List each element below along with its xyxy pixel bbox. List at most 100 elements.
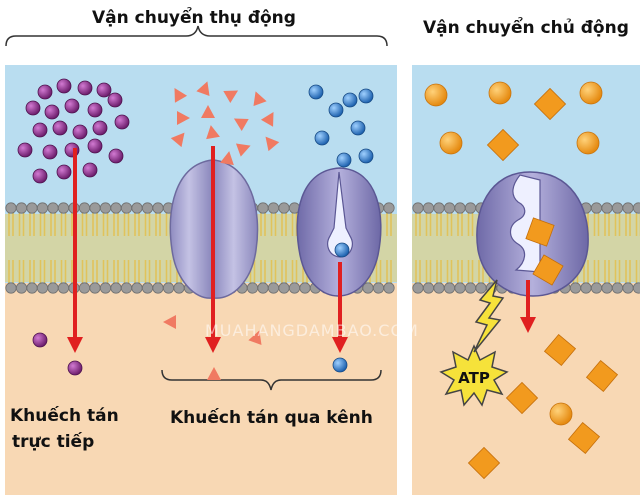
lipid-head	[464, 202, 477, 214]
lipid-head	[15, 202, 28, 214]
lipid-head	[131, 282, 143, 294]
lipid-head	[141, 282, 154, 294]
red-molecule	[248, 330, 262, 346]
orange-molecule	[549, 402, 573, 426]
orange-ion	[486, 128, 520, 162]
lipid-head	[78, 282, 91, 294]
lipid-head	[267, 202, 280, 214]
lipid-head	[5, 282, 17, 294]
active-transport-title: Vận chuyển chủ động	[423, 18, 629, 38]
lipid-head	[278, 202, 290, 214]
passive-bracket	[5, 25, 388, 47]
orange-molecule	[576, 131, 600, 155]
blue-molecule	[336, 152, 352, 168]
blue-molecule	[308, 84, 324, 100]
atp-burst: ATP	[439, 279, 509, 407]
purple-molecule	[56, 164, 72, 180]
lipid-head	[36, 282, 49, 294]
purple-molecule	[96, 82, 112, 98]
purple-molecule	[114, 114, 130, 130]
orange-molecule	[439, 131, 463, 155]
channel-protein	[169, 159, 259, 299]
lipid-head	[15, 282, 28, 294]
red-molecule	[207, 367, 221, 380]
atp-label: ATP	[458, 369, 490, 387]
lipid-head	[57, 282, 70, 294]
lipid-head	[47, 202, 59, 214]
lipid-head	[622, 282, 634, 294]
lipid-head	[412, 202, 424, 214]
lipid-head	[454, 202, 466, 214]
purple-molecule	[44, 104, 60, 120]
orange-ion	[543, 333, 577, 367]
simple-diffusion-caption-line2: trực tiếp	[12, 432, 95, 452]
lipid-head	[26, 202, 38, 214]
purple-molecule	[52, 120, 68, 136]
lipid-head	[383, 202, 395, 214]
lipid-head	[110, 282, 122, 294]
lipid-head	[454, 282, 466, 294]
lipid-head	[383, 282, 395, 294]
orange-ion	[567, 421, 601, 455]
lipid-head	[173, 282, 185, 294]
lipid-head	[590, 202, 603, 214]
orange-ion	[585, 359, 619, 393]
carrier-protein	[296, 167, 382, 297]
blue-molecule	[328, 102, 344, 118]
red-molecule	[177, 111, 190, 125]
lipid-head	[26, 282, 38, 294]
lipid-head	[475, 282, 487, 294]
lipid-head	[152, 202, 164, 214]
lipid-head	[569, 282, 582, 294]
purple-molecule	[82, 162, 98, 178]
red-molecule	[163, 315, 176, 329]
red-molecule	[196, 81, 210, 97]
purple-molecule	[37, 84, 53, 100]
purple-molecule	[32, 168, 48, 184]
purple-molecule	[67, 360, 83, 376]
lipid-head	[267, 282, 280, 294]
cytoplasm-region	[5, 283, 397, 495]
lipid-head	[278, 282, 290, 294]
lipid-head	[580, 282, 592, 294]
red-molecule	[253, 91, 267, 107]
lipid-head	[601, 282, 613, 294]
lipid-head	[89, 282, 101, 294]
blue-molecule	[314, 130, 330, 146]
molecules	[17, 78, 619, 480]
purple-molecule	[25, 100, 41, 116]
red-molecule	[260, 111, 274, 127]
lipid-head	[257, 282, 269, 294]
lipid-head	[162, 282, 175, 294]
blue-molecule	[332, 357, 348, 373]
red-molecule	[235, 143, 251, 157]
orange-molecule	[424, 83, 448, 107]
red-molecule	[233, 118, 249, 132]
lipid-head	[89, 202, 101, 214]
purple-molecule	[77, 80, 93, 96]
red-molecule	[220, 151, 234, 166]
channel-bracket	[161, 369, 382, 391]
lipid-head	[78, 202, 91, 214]
lipid-head	[464, 282, 477, 294]
purple-molecule	[42, 144, 58, 160]
energy-bolt-icon	[473, 279, 505, 353]
lipid-head	[152, 282, 164, 294]
watermark: MUAHANGDAMBAO.COM	[205, 321, 419, 340]
blue-molecule	[334, 242, 350, 258]
lipid-head	[246, 282, 259, 294]
lipid-head	[120, 282, 133, 294]
red-molecule	[170, 132, 185, 148]
lipid-head	[443, 282, 456, 294]
lipid-head	[99, 282, 112, 294]
lipid-head	[47, 282, 59, 294]
lipid-head	[422, 282, 435, 294]
red-molecule	[265, 136, 280, 152]
lipid-head	[632, 282, 640, 294]
lipid-head	[433, 202, 445, 214]
lipid-head	[590, 282, 603, 294]
lipid-head	[257, 202, 269, 214]
red-molecule	[223, 90, 239, 104]
purple-molecule	[32, 122, 48, 138]
